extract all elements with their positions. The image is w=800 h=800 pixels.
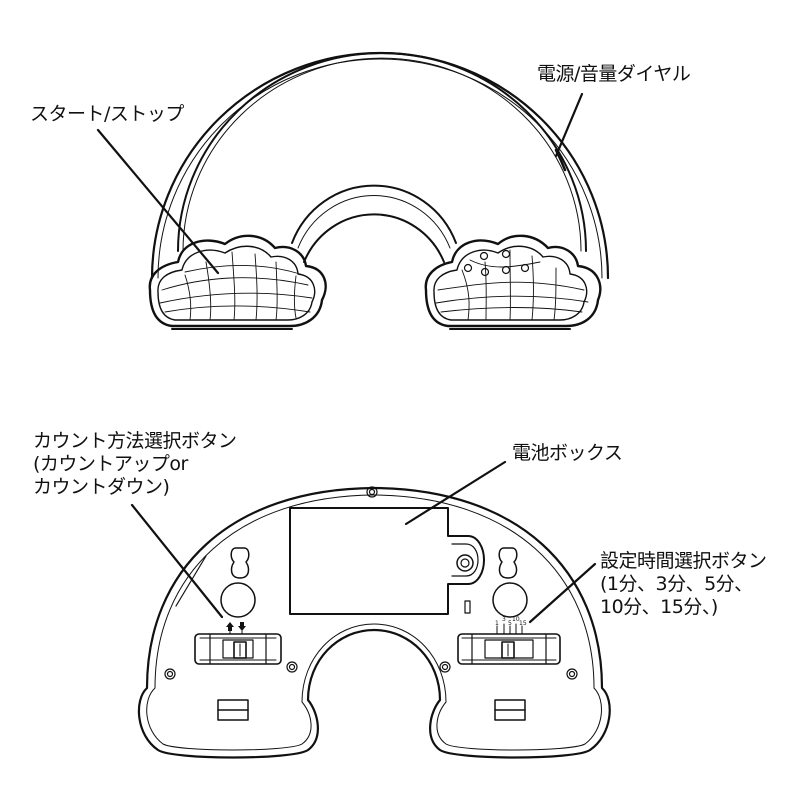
- back-view: [137, 486, 611, 759]
- label-battery-box: 電池ボックス: [512, 442, 623, 465]
- label-count-mode-line1: カウント方法選択ボタン: [33, 430, 237, 452]
- front-outer-arch-inner: [157, 58, 603, 279]
- front-center-arch: [291, 184, 457, 244]
- label-battery-box-text: 電池ボックス: [512, 442, 623, 464]
- speaker-cloud: [424, 234, 602, 330]
- wall-hanging-holes: [220, 547, 528, 618]
- start-stop-button[interactable]: [148, 234, 327, 330]
- label-count-mode-line3: カウントダウン): [33, 476, 170, 498]
- screws: [164, 486, 578, 680]
- leader-power-volume: [554, 92, 584, 158]
- label-time-select-line2: (1分、3分、5分、: [600, 573, 753, 595]
- front-center-arch-2: [303, 213, 445, 263]
- battery-screw: [456, 554, 474, 572]
- label-power-volume-dial-text: 電源/音量ダイヤル: [537, 63, 691, 85]
- time-mark: 3: [502, 616, 506, 623]
- battery-box[interactable]: [289, 507, 485, 615]
- label-count-mode-button: カウント方法選択ボタン (カウントアップor カウントダウン): [33, 430, 237, 499]
- front-inner-arch-2: [182, 57, 582, 252]
- leader-start-stop: [96, 128, 220, 275]
- down-arrow-icon: [238, 622, 246, 631]
- label-time-select-button: 設定時間選択ボタン (1分、3分、5分、 10分、15分、): [600, 550, 767, 619]
- time-mark: 1: [495, 620, 499, 627]
- label-power-volume-dial: 電源/音量ダイヤル: [537, 63, 691, 86]
- leader-battery-box: [404, 460, 507, 526]
- label-start-stop-text: スタート/ストップ: [30, 103, 184, 125]
- cloud-mesh: [159, 251, 313, 321]
- label-time-select-line1: 設定時間選択ボタン: [600, 550, 767, 572]
- label-count-mode-line2: (カウントアップor: [33, 453, 188, 475]
- front-view: [148, 51, 610, 330]
- time-select-switch[interactable]: [457, 623, 561, 665]
- time-mark: 10: [512, 616, 520, 623]
- leader-time-select: [528, 562, 597, 624]
- back-outline-inner: [146, 494, 602, 751]
- time-mark: 5: [508, 620, 512, 627]
- speaker-holes: [463, 249, 530, 277]
- time-mark: 15: [519, 620, 527, 627]
- feet: [217, 699, 526, 721]
- front-inner-arch: [177, 52, 587, 252]
- front-outer-arch: [150, 51, 610, 280]
- label-start-stop: スタート/ストップ: [30, 103, 184, 126]
- power-volume-dial[interactable]: [554, 148, 567, 172]
- label-time-select-line3: 10分、15分、): [600, 596, 718, 618]
- leader-count-mode: [130, 503, 224, 619]
- up-arrow-icon: [226, 622, 234, 631]
- back-outline: [137, 486, 611, 759]
- count-mode-switch[interactable]: [194, 622, 282, 665]
- cloud-mesh: [435, 249, 589, 321]
